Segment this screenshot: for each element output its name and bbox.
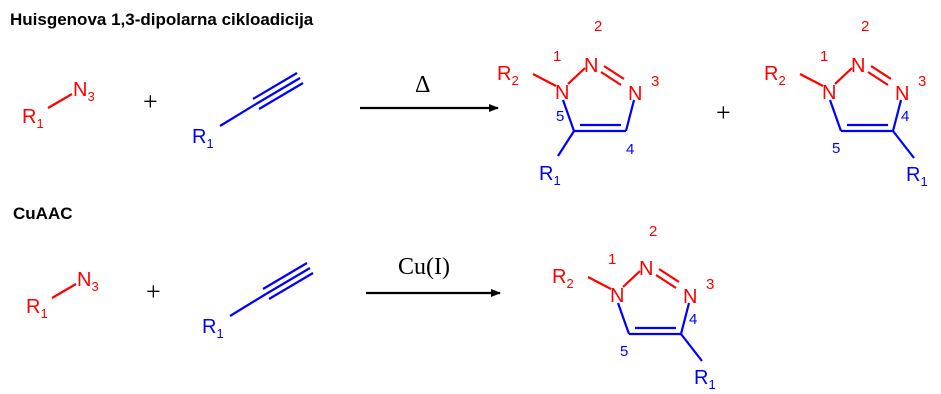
azide-reactant-1: R1 N3 [22, 79, 95, 131]
cuaac-section-title: CuAAC [13, 204, 73, 223]
plus-sign-1: + [143, 87, 158, 116]
alkyne-reactant-1: R1 [192, 72, 304, 151]
svg-text:N3: N3 [77, 269, 99, 294]
svg-text:R1: R1 [694, 367, 716, 392]
ring-position-1: 1 [553, 48, 561, 65]
svg-text:N3: N3 [73, 79, 95, 104]
svg-text:R1: R1 [202, 316, 224, 341]
svg-text:N: N [628, 83, 642, 105]
svg-text:R1: R1 [192, 126, 214, 151]
svg-text:N: N [610, 285, 624, 307]
ring-position-2: 2 [594, 18, 602, 35]
svg-text:R2: R2 [764, 63, 786, 88]
svg-text:N: N [822, 82, 836, 104]
svg-text:3: 3 [706, 276, 714, 293]
svg-text:4: 4 [901, 108, 909, 125]
svg-text:2: 2 [649, 223, 657, 240]
plus-sign-product: + [716, 98, 731, 127]
svg-text:N: N [895, 83, 909, 105]
svg-text:1: 1 [608, 251, 616, 268]
svg-text:R2: R2 [497, 63, 519, 88]
triazole-product-1-4-a: R2 N N N 1 2 3 4 5 R1 [764, 18, 928, 189]
svg-text:5: 5 [620, 343, 628, 360]
svg-text:1: 1 [820, 48, 828, 65]
triazole-product-1-5: R2 N N N 1 2 3 4 5 R1 [497, 18, 659, 188]
thermal-section-title: Huisgenova 1,3-dipolarna cikloadicija [10, 10, 314, 29]
svg-text:2: 2 [861, 18, 869, 35]
ring-position-3: 3 [651, 73, 659, 90]
condition-heat: Δ [415, 72, 430, 98]
svg-text:R2: R2 [552, 266, 574, 291]
svg-text:R1: R1 [26, 296, 48, 321]
svg-text:R1: R1 [539, 163, 561, 188]
svg-text:3: 3 [918, 73, 926, 90]
triazole-product-1-4-b: R2 N N N 1 2 3 4 5 R1 [552, 223, 716, 392]
svg-text:N: N [851, 55, 865, 77]
svg-text:R1: R1 [22, 106, 44, 131]
svg-text:N: N [555, 82, 569, 104]
ring-position-5: 5 [556, 108, 564, 125]
svg-text:N: N [639, 258, 653, 280]
svg-text:5: 5 [832, 140, 840, 157]
svg-text:4: 4 [689, 311, 697, 328]
alkyne-reactant-2: R1 [202, 262, 314, 341]
svg-text:N: N [584, 55, 598, 77]
plus-sign-2: + [146, 277, 161, 306]
azide-reactant-2: R1 N3 [26, 269, 99, 321]
svg-text:N: N [683, 286, 697, 308]
ring-position-4: 4 [626, 141, 634, 158]
svg-text:R1: R1 [906, 164, 928, 189]
condition-copper: Cu(I) [398, 254, 450, 280]
